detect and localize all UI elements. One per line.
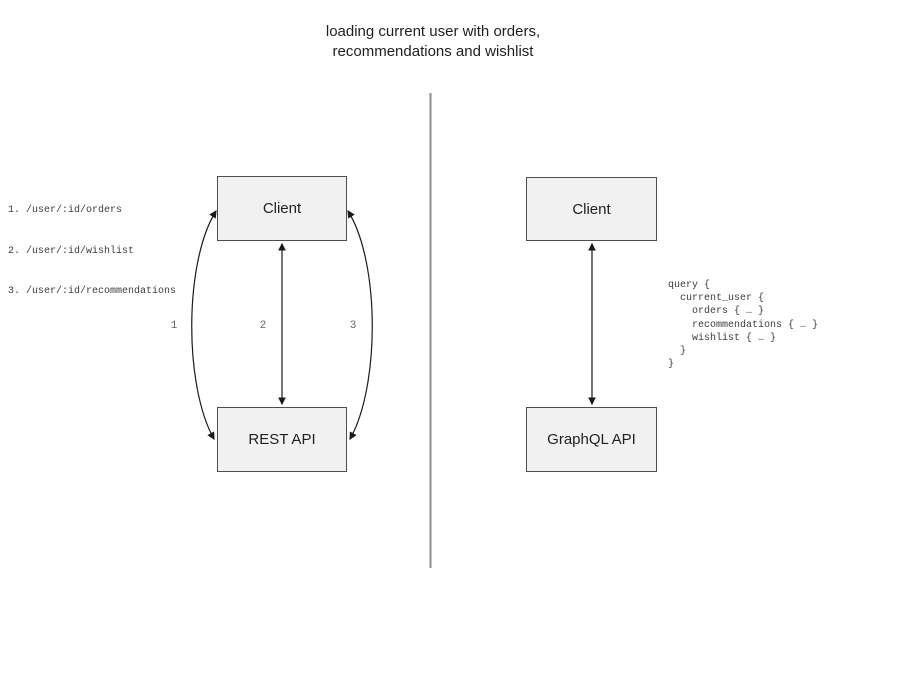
rest-api-box-label: REST API <box>248 431 316 448</box>
diagram-title-line2: recommendations and wishlist <box>332 43 534 60</box>
rest-client-box-label: Client <box>262 200 302 217</box>
rest-endpoint-list: 1. /user/:id/orders 2. /user/:id/wishlis… <box>8 177 176 326</box>
rest-endpoint-recommendations: 3. /user/:id/recommendations <box>8 286 177 297</box>
diagram-title-line1: loading current user with orders, <box>325 23 541 40</box>
diagram-title: loading current user with orders, recomm… <box>173 22 693 62</box>
graphql-query-snippet: query { current_user { orders { … } reco… <box>668 280 819 371</box>
rest-arrow-label-3: 3 <box>349 320 357 332</box>
graphql-client-box: Client <box>526 177 657 241</box>
rest-endpoint-orders: 1. /user/:id/orders <box>8 205 123 216</box>
rest-arrow-label-1: 1 <box>170 320 178 332</box>
graphql-client-box-label: Client <box>572 200 611 218</box>
rest-endpoint-wishlist: 2. /user/:id/wishlist <box>8 245 135 257</box>
graphql-api-box: GraphQL API <box>526 407 657 472</box>
rest-client-box: Client <box>217 176 347 241</box>
rest-api-box: REST API <box>217 407 347 472</box>
graphql-api-box-label: GraphQL API <box>547 431 636 448</box>
rest-arrow-label-2: 2 <box>259 320 267 332</box>
rest-arrow-1-curve <box>191 210 217 441</box>
